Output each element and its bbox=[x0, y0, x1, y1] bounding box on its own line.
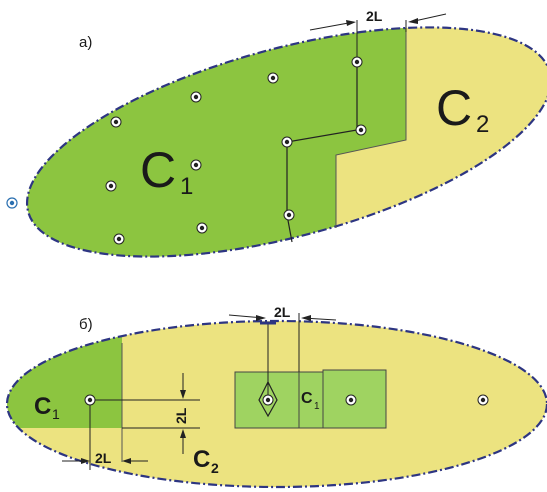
region-c2-letter-a: C bbox=[436, 80, 472, 136]
arrowhead-top-left-b bbox=[256, 315, 266, 321]
region-c2-letter-b: C bbox=[193, 446, 210, 473]
inner-region-letter-b: C bbox=[301, 390, 313, 407]
well-icon bbox=[84, 394, 96, 406]
well-icon bbox=[345, 394, 357, 406]
block-right-b bbox=[322, 369, 387, 429]
region-c1-subscript-b: 1 bbox=[52, 406, 60, 422]
dimension-label-a: 2L bbox=[366, 8, 383, 24]
dimension-label-top-b: 2L bbox=[274, 304, 291, 320]
region-c1-fill-a bbox=[3, 0, 406, 300]
arrowhead-bottom-left-b bbox=[81, 458, 90, 464]
arrowhead-top-right-b bbox=[301, 315, 311, 321]
well-icon bbox=[283, 209, 295, 221]
well-icon bbox=[355, 124, 367, 136]
arrowhead-vert-bottom-b bbox=[180, 429, 186, 438]
arrowhead-left-a bbox=[346, 20, 356, 26]
diamond-marker-b bbox=[258, 380, 278, 418]
arrowhead-bottom-right-b bbox=[122, 458, 131, 464]
well-icon bbox=[105, 180, 117, 192]
well-icon bbox=[281, 136, 293, 148]
panel-label-b: б) bbox=[79, 316, 93, 333]
inner-region-subscript-b: 1 bbox=[314, 401, 320, 412]
dimension-label-vertical-b: 2L bbox=[173, 407, 189, 424]
diagram-a: 2L а) C 1 C 2 bbox=[3, 0, 547, 300]
well-icon bbox=[190, 91, 202, 103]
block-middle-b bbox=[298, 371, 324, 429]
well-icon bbox=[267, 72, 279, 84]
region-c1-letter-b: C bbox=[34, 393, 51, 420]
region-c1-fill-b bbox=[7, 321, 122, 428]
reservoir-boundary-b bbox=[5, 319, 547, 489]
zone-border-a bbox=[335, 30, 407, 228]
region-c1-letter-a: C bbox=[140, 142, 176, 198]
well-icon bbox=[262, 394, 274, 406]
region-c1-subscript-a: 1 bbox=[180, 173, 193, 200]
well-icon bbox=[190, 159, 202, 171]
well-icon bbox=[196, 222, 208, 234]
arrowhead-right-a bbox=[408, 18, 418, 24]
well-icon bbox=[110, 116, 122, 128]
dimension-label-bottom-b: 2L bbox=[95, 450, 112, 466]
arrowhead-vert-top-b bbox=[180, 390, 186, 399]
outside-well-icon bbox=[6, 197, 18, 209]
diagram-b: 2L 2L 2L б) C 1 C 2 C 1 bbox=[5, 304, 547, 489]
well-icon bbox=[477, 394, 489, 406]
region-c2-subscript-b: 2 bbox=[211, 460, 219, 476]
reservoir-boundary-a bbox=[25, 26, 547, 258]
well-icon bbox=[113, 233, 125, 245]
panel-label-a: а) bbox=[79, 34, 92, 51]
well-icon bbox=[351, 56, 363, 68]
region-c2-subscript-a: 2 bbox=[476, 111, 489, 138]
